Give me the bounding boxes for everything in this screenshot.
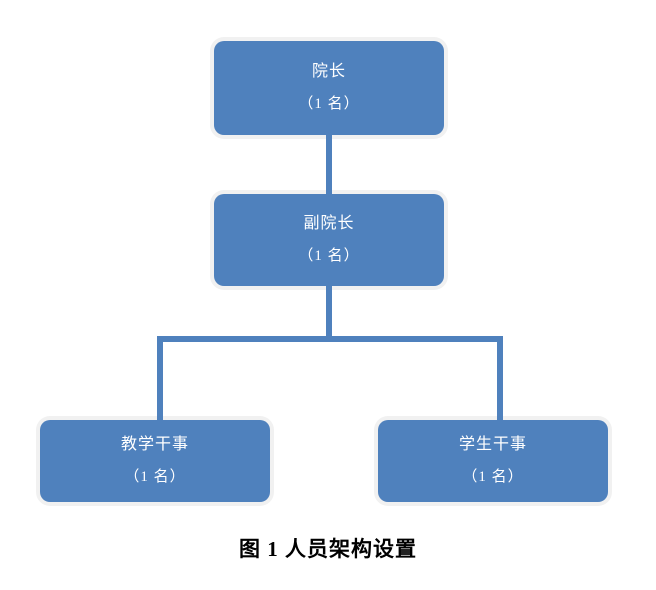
org-node-teaching-officer-title: 教学干事 xyxy=(120,436,189,453)
org-node-dean: 院长 （1 名） xyxy=(214,41,444,135)
org-node-teaching-officer-count: （1 名） xyxy=(124,469,186,485)
org-node-dean-count: （1 名） xyxy=(298,96,360,112)
figure-caption: 图 1 人员架构设置 xyxy=(239,537,417,561)
connector-vice-dean-to-branch xyxy=(326,282,332,342)
org-node-vice-dean-count: （1 名） xyxy=(298,248,360,264)
connector-branch-to-student xyxy=(497,336,503,424)
org-node-student-officer-count: （1 名） xyxy=(462,469,524,485)
connector-dean-to-vice-dean xyxy=(326,131,332,198)
org-node-dean-title: 院长 xyxy=(311,63,346,80)
org-node-teaching-officer: 教学干事 （1 名） xyxy=(40,420,270,502)
org-node-vice-dean: 副院长 （1 名） xyxy=(214,194,444,286)
connector-branch-to-teaching xyxy=(157,336,163,424)
org-node-vice-dean-title: 副院长 xyxy=(303,215,355,232)
org-node-student-officer: 学生干事 （1 名） xyxy=(378,420,608,502)
connector-branch-horizontal xyxy=(157,336,503,342)
org-node-student-officer-title: 学生干事 xyxy=(458,436,527,453)
